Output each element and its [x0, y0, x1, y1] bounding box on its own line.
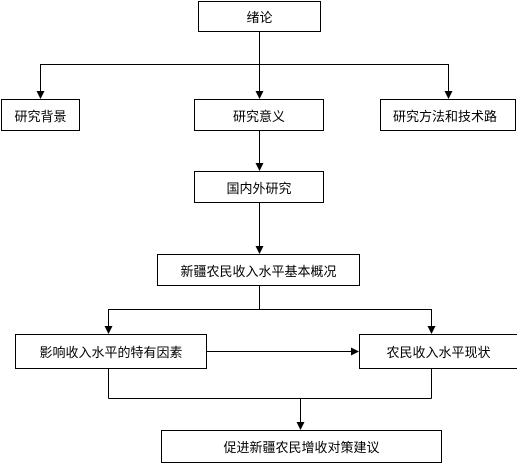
node-status: 农民收入水平现状	[359, 334, 517, 369]
node-methods: 研究方法和技术路	[380, 99, 516, 131]
node-intro-label: 绪论	[246, 11, 273, 26]
node-intro: 绪论	[198, 1, 321, 32]
node-suggestions-label: 促进新疆农民增收对策建议	[223, 441, 380, 456]
node-methods-label: 研究方法和技术路	[393, 109, 498, 125]
node-suggestions: 促进新疆农民增收对策建议	[161, 430, 442, 463]
node-significance-label: 研究意义	[232, 109, 285, 125]
node-background-label: 研究背景	[14, 109, 67, 125]
node-status-label: 农民收入水平现状	[386, 346, 491, 361]
node-significance: 研究意义	[194, 99, 324, 131]
node-factors: 影响收入水平的特有因素	[15, 334, 207, 369]
node-background: 研究背景	[1, 99, 80, 131]
node-factors-label: 影响收入水平的特有因素	[39, 346, 183, 361]
node-overview: 新疆农民收入水平基本概况	[157, 254, 360, 286]
node-domestic-research-label: 国内外研究	[226, 181, 292, 197]
node-domestic-research: 国内外研究	[194, 171, 324, 203]
node-overview-label: 新疆农民收入水平基本概况	[180, 264, 337, 280]
